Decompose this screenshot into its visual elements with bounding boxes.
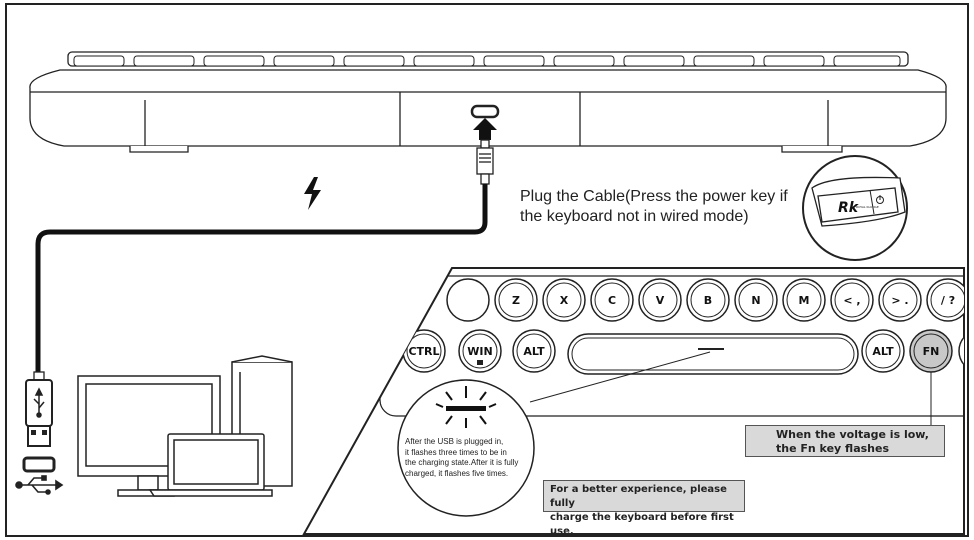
key-row1-5-label: B — [704, 294, 712, 307]
usb-led-note: After the USB is plugged in, it flashes … — [405, 437, 550, 479]
usb-c-port — [470, 104, 500, 119]
power-key-logo-small: ROYAL KLUDGE — [856, 205, 879, 209]
usb-c-plug — [476, 139, 494, 185]
usb-led-note-line-4: charged, it flashes five times. — [405, 468, 509, 478]
key-row2-3-label: ALT — [872, 345, 894, 358]
key-row2-0-label: CTRL — [408, 345, 439, 358]
key-row1-3-label: C — [608, 294, 616, 307]
key-row2-3: ALT — [861, 329, 905, 373]
charging-cable — [35, 184, 488, 380]
power-key-zoom: Rk ROYAL KLUDGE — [802, 155, 908, 261]
key-partial — [446, 278, 490, 322]
charge-note-line-1: For a better experience, please fully — [550, 484, 727, 509]
key-row1-2: X — [542, 278, 586, 322]
led-zoom-circle — [397, 379, 535, 517]
charge-note: For a better experience, please fully ch… — [543, 480, 745, 537]
lock-icon — [477, 360, 483, 365]
key-row2-4: FN — [909, 329, 953, 373]
key-row2-2-label: ALT — [523, 345, 545, 358]
usb-led-note-line-2: it flashes three times to be in — [405, 447, 507, 457]
key-row1-8: < , — [830, 278, 874, 322]
plug-instruction-line-2: the keyboard not in wired mode) — [520, 208, 749, 225]
key-row2-1-label: WIN — [467, 345, 492, 358]
power-key-logo: Rk — [838, 200, 860, 216]
fn-flash-note-line-2: the Fn key flashes — [776, 442, 889, 455]
key-row1-6: N — [734, 278, 778, 322]
key-partial-right — [958, 329, 964, 373]
key-row1-7-label: M — [799, 294, 810, 307]
usb-led-note-line-3: the charging state.After it is fully — [405, 458, 519, 467]
key-row1-5: B — [686, 278, 730, 322]
key-row1-7: M — [782, 278, 826, 322]
key-row-2: CTRL WIN ALT ALT FN — [402, 329, 964, 373]
usb-led-note-line-1: After the USB is plugged in, — [405, 437, 504, 446]
key-row2-1: WIN — [458, 329, 502, 373]
lightning-icon — [304, 177, 321, 210]
callout-line-led — [529, 351, 711, 403]
charge-note-line-2: charge the keyboard before first use. — [550, 512, 734, 537]
key-row1-6-label: N — [751, 294, 760, 307]
key-row1-2-label: X — [560, 294, 569, 307]
outer-frame — [5, 3, 969, 537]
keycap-tops — [73, 55, 901, 67]
key-row1-4: V — [638, 278, 682, 322]
key-row-1: Z X C V B N M < , > . / ? — [446, 278, 964, 322]
key-row1-9-label: > . — [891, 294, 908, 307]
fn-flash-note: When the voltage is low, the Fn key flas… — [745, 425, 945, 457]
key-row1-3: C — [590, 278, 634, 322]
key-row2-4-label: FN — [923, 345, 940, 358]
key-row1-8-label: < , — [843, 294, 860, 307]
insert-arrow-icon — [473, 118, 497, 140]
laptop — [148, 433, 273, 497]
plug-instruction-line-1: Plug the Cable(Press the power key if — [520, 188, 788, 205]
usb-symbol-icon — [15, 475, 64, 495]
spacebar-inner — [571, 337, 855, 371]
key-row2-2: ALT — [512, 329, 556, 373]
spacebar — [567, 333, 859, 375]
key-row2-0: CTRL — [402, 329, 446, 373]
fn-flash-note-line-1: When the voltage is low, — [776, 428, 929, 441]
key-row1-4-label: V — [656, 294, 665, 307]
key-row1-1: Z — [494, 278, 538, 322]
led-bar-icon — [446, 406, 486, 411]
usb-trident-icon — [33, 387, 45, 418]
usb-port-icon — [22, 456, 56, 473]
plug-instruction: Plug the Cable(Press the power key if th… — [520, 187, 810, 227]
key-row1-9: > . — [878, 278, 922, 322]
key-row1-1-label: Z — [512, 294, 520, 307]
key-row1-10-label: / ? — [941, 294, 955, 307]
key-row1-10: / ? — [926, 278, 964, 322]
